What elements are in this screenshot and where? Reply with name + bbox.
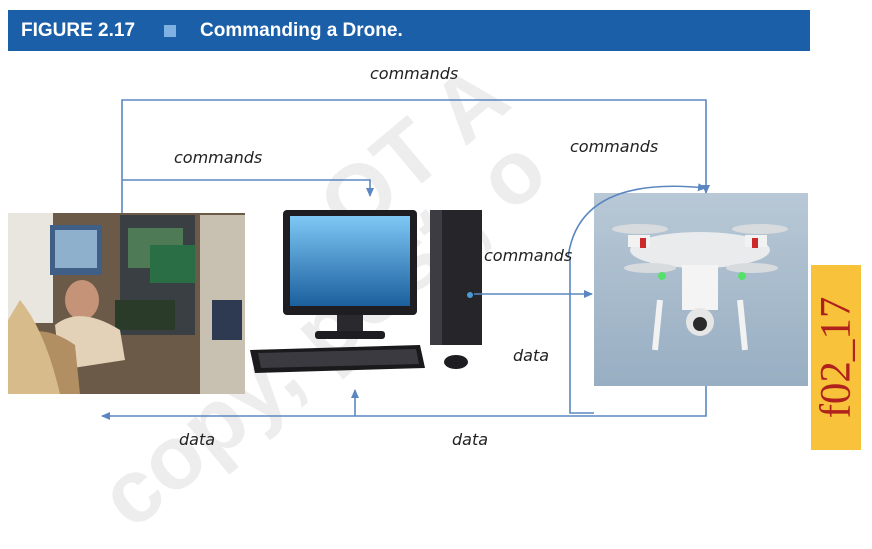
arrow-commands-left (122, 179, 374, 197)
figure-title: Commanding a Drone. (200, 19, 403, 41)
arrow-data-return (569, 258, 594, 414)
desktop-computer-illustration (250, 210, 482, 373)
diagram-canvas (8, 99, 808, 420)
label-commands-mid: commands (484, 246, 573, 265)
label-data-bottom-right: data (452, 430, 489, 449)
figure-number: FIGURE 2.17 (21, 19, 136, 41)
label-commands-left: commands (174, 148, 263, 167)
figure-id-tag: f02_17 (811, 265, 861, 450)
quadcopter-drone-photo (594, 193, 808, 386)
label-data-mid: data (513, 346, 550, 365)
arrow-data-bottom (101, 386, 707, 420)
pilot-station-photo (8, 213, 245, 394)
label-data-bottom-left: data (179, 430, 216, 449)
figure-header: FIGURE 2.17 Commanding a Drone. (8, 10, 810, 51)
header-square-icon (164, 24, 177, 37)
figure-id-text: f02_17 (812, 296, 860, 419)
label-commands-top: commands (370, 64, 459, 83)
arrow-commands-right (567, 183, 707, 259)
command-and-data-flow-arrows (101, 99, 710, 420)
arrow-commands-top (121, 99, 710, 213)
label-commands-right: commands (570, 137, 659, 156)
